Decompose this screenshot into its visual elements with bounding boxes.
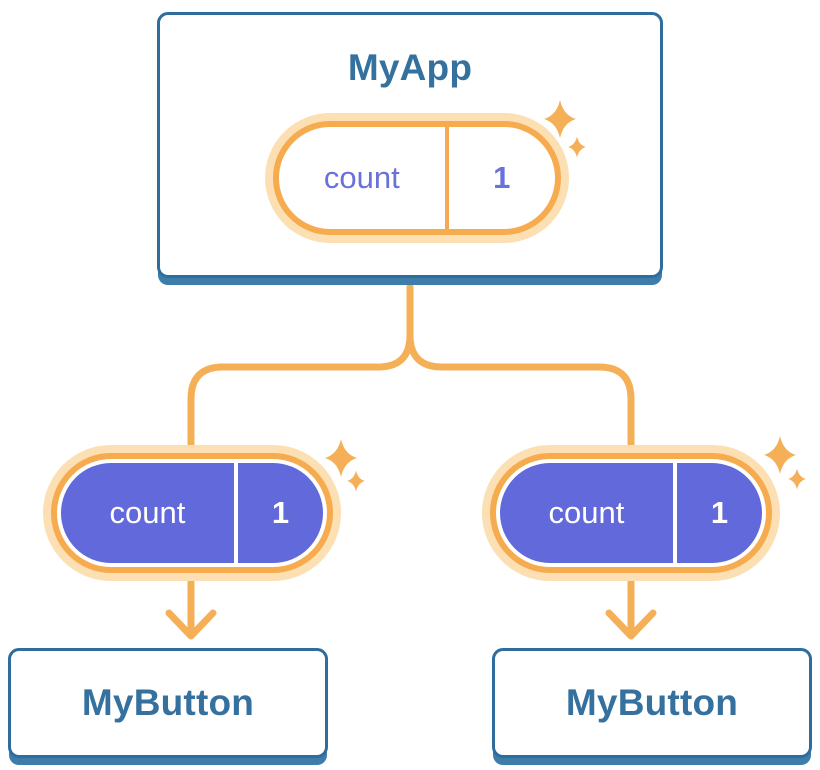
state-name-label: count — [109, 495, 186, 530]
component-title-myapp: MyApp — [347, 47, 473, 88]
state-value-label: 1 — [672, 463, 762, 563]
state-pill-right-body: count 1 — [500, 463, 762, 563]
sparkle-icon — [325, 439, 357, 477]
state-name-label: count — [548, 495, 625, 530]
state-pill-left-ring: count 1 — [51, 453, 333, 573]
state-value-label: 1 — [444, 127, 555, 229]
arrowhead-left-icon — [165, 609, 217, 640]
component-node-mybutton-right: MyButton — [492, 648, 812, 758]
sparkle-icon — [347, 470, 365, 492]
state-pill-root-ring: count 1 — [273, 121, 561, 235]
state-value-label: 1 — [233, 463, 323, 563]
state-pill-left-body: count 1 — [61, 463, 323, 563]
arrowhead-right-icon — [605, 609, 657, 640]
state-pill-left-child: count 1 — [43, 445, 341, 581]
sparkle-icon — [764, 436, 796, 474]
state-pill-right-ring: count 1 — [490, 453, 772, 573]
state-pill-root: count 1 — [265, 113, 569, 243]
state-name-label: count — [323, 160, 400, 195]
component-title-mybutton-right: MyButton — [565, 682, 739, 723]
component-node-mybutton-left: MyButton — [8, 648, 328, 758]
sparkle-icon — [788, 468, 806, 490]
component-title-mybutton-left: MyButton — [81, 682, 255, 723]
state-pill-right-child: count 1 — [482, 445, 780, 581]
